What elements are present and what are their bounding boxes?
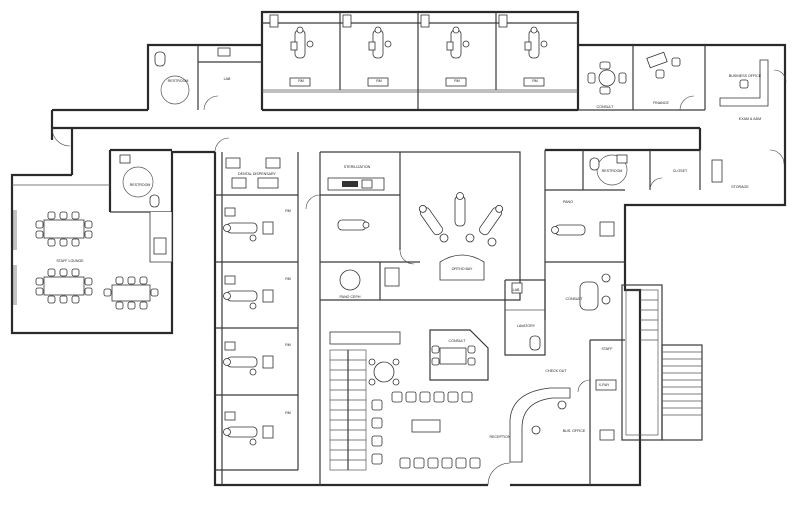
lab-mid-label: LAB <box>513 288 520 292</box>
room-label-5: RM <box>285 209 291 213</box>
reception-area <box>319 300 511 486</box>
exam-area-label: EXAM & ADM <box>739 117 761 121</box>
storage-label: STORAGE <box>731 185 749 189</box>
restroom-right-label: RESTROOM <box>602 169 623 173</box>
restroom-top-label: RESTROOM <box>168 79 189 83</box>
right-mid-rooms <box>544 150 723 320</box>
consult-low-label: CONSULT <box>449 339 467 343</box>
finance-label: FINANCE <box>653 101 669 105</box>
room-label-4: RM <box>532 79 538 83</box>
right-exterior-door <box>769 149 785 165</box>
lounge-table-1 <box>35 211 93 247</box>
consult-mid-label: CONSULT <box>566 297 584 301</box>
room-label-7: RM <box>285 343 291 347</box>
lab-lavatory <box>504 279 546 356</box>
checkout-label: CHECK OUT <box>545 369 567 373</box>
dental-chair-top-1 <box>290 26 314 59</box>
dental-chair-top-3 <box>446 26 470 59</box>
staff-lounge-label: STAFF LOUNGE <box>56 259 84 263</box>
side-chair-1 <box>223 207 274 242</box>
top-left-rooms <box>154 45 262 111</box>
side-chair-4 <box>223 411 274 446</box>
exterior-walls <box>10 10 787 487</box>
ortho-bay <box>418 192 504 281</box>
top-cabinets <box>269 14 545 87</box>
dental-chair-top-2 <box>368 26 392 59</box>
room-label-1: RM <box>298 79 304 83</box>
lounge-table-3 <box>103 276 159 310</box>
reception-label: RECEPTION <box>490 435 511 439</box>
ortho-bay-label: ORTHO BAY <box>452 267 473 271</box>
xray-label: X-RAY <box>599 383 610 387</box>
staff-label: STAFF <box>601 347 613 351</box>
pano-label: PANO <box>563 200 573 204</box>
top-right-offices <box>578 45 787 111</box>
dental-chair-top-4 <box>524 26 548 59</box>
business-office-label: BUSINESS OFFICE <box>729 74 762 78</box>
side-chair-2 <box>223 275 274 310</box>
exterior-stairs <box>621 284 703 441</box>
left-operatories <box>215 152 299 485</box>
restroom-mid-label: RESTROOM <box>130 183 151 187</box>
left-core-door <box>214 137 230 153</box>
consult-label: CONSULT <box>597 105 615 109</box>
dental-dispensary-label: DENTAL DISPENSARY <box>238 172 276 176</box>
checkout-desk <box>509 339 625 485</box>
staff-lounge <box>12 154 173 263</box>
lab-label: LAB <box>224 77 231 81</box>
operatory-wing <box>262 12 578 112</box>
bus-office-label: BUS. OFFICE <box>563 429 586 433</box>
room-label-6: RM <box>285 277 291 281</box>
pano-ceph-label: PANO CEPH <box>340 295 361 299</box>
room-label-2: RM <box>376 79 382 83</box>
corridor-door <box>51 127 71 147</box>
side-chair-3 <box>223 341 274 376</box>
lavatory-label: LAVATORY <box>517 324 536 328</box>
room-label-3: RM <box>454 79 460 83</box>
room-label-8: RM <box>285 411 291 415</box>
lounge-table-2 <box>35 268 93 304</box>
sterilization-label: STERILIZATION <box>344 165 371 169</box>
closet-label: CLOSET <box>673 169 688 173</box>
lounge-windows <box>13 210 17 305</box>
central-core <box>305 151 521 301</box>
